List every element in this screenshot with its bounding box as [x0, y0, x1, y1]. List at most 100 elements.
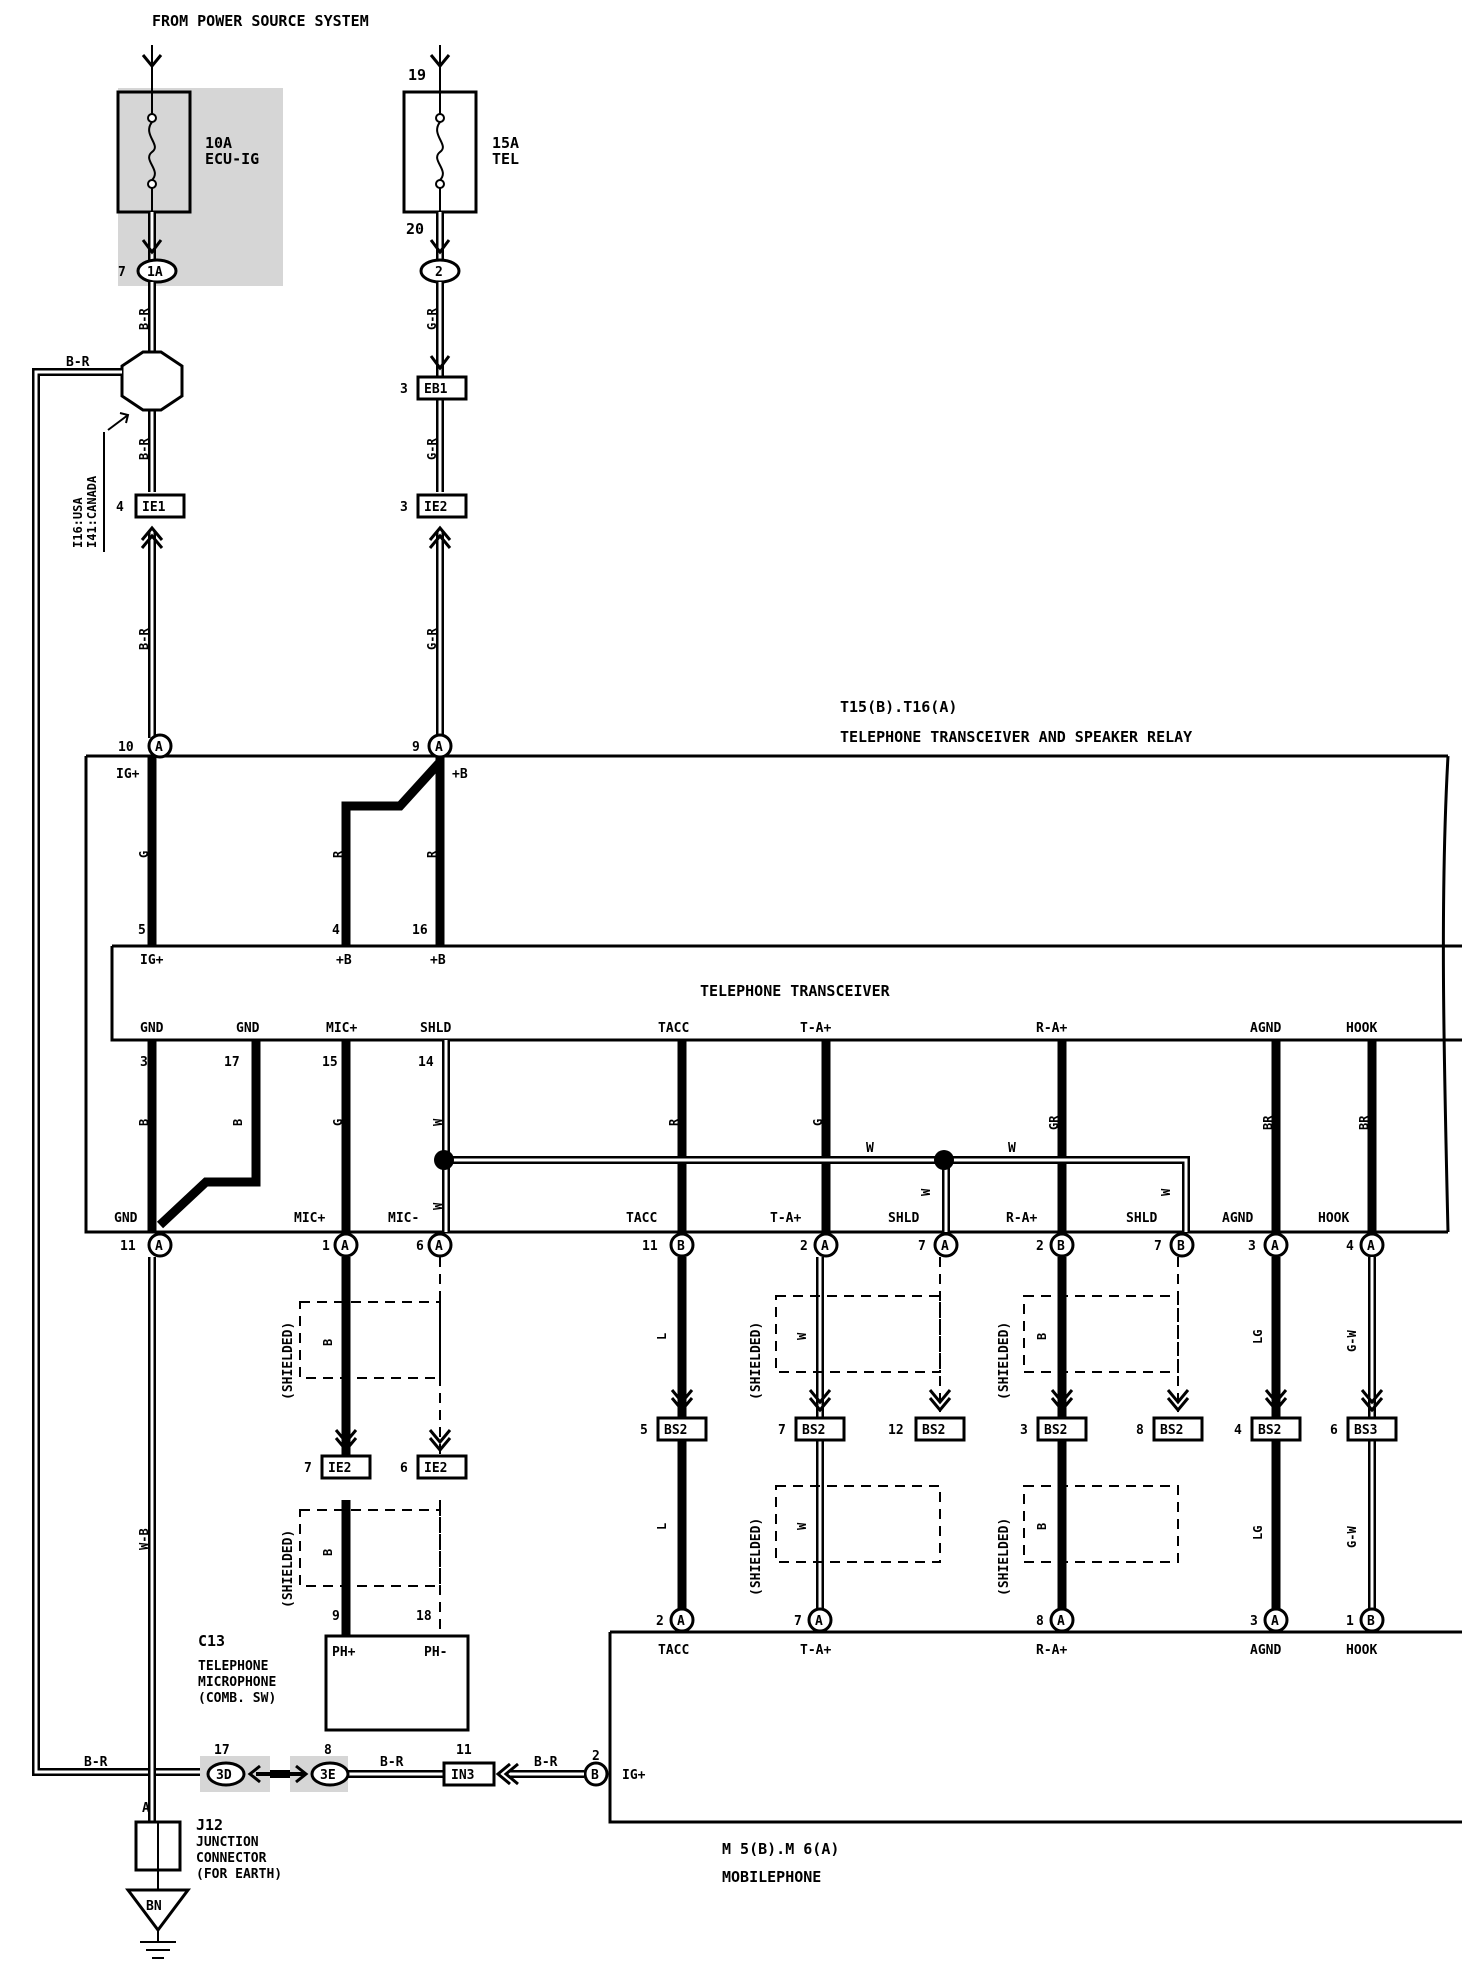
shield-box-ra1 [1023, 1295, 1179, 1373]
wire-gr-2: G-R [425, 438, 439, 460]
mic-pin-18: 18 [416, 1609, 432, 1624]
svg-text:11: 11 [120, 1239, 136, 1254]
term-pin-15: 15 [322, 1055, 338, 1070]
mobilephone-ids: M 5(B).M 6(A) [722, 1840, 839, 1858]
fuse-shade [118, 88, 283, 286]
bpin-label-ta: T-A+ [770, 1211, 801, 1226]
int-wire-b2: B [231, 1119, 245, 1126]
relay-ig-label: IG+ [116, 767, 140, 782]
fuse1-element-icon [148, 121, 156, 181]
bpin-label-shld2: SHLD [1126, 1211, 1157, 1226]
term-ra: R-A+ [1036, 1021, 1067, 1036]
svg-text:A: A [155, 1239, 163, 1254]
ra-wire-b2: B [1035, 1523, 1049, 1530]
svg-text:3E: 3E [320, 1768, 336, 1783]
relay-b-label: +B [452, 767, 468, 782]
svg-text:A: A [815, 1614, 823, 1629]
int-wire-w4: W [1008, 1141, 1016, 1156]
bpin-label-mic: MIC+ [294, 1211, 325, 1226]
svg-text:AGND: AGND [1250, 1643, 1281, 1658]
svg-text:B: B [591, 1768, 599, 1783]
svg-text:2: 2 [1036, 1239, 1044, 1254]
connector-eb1 [416, 375, 468, 401]
svg-text:TACC: TACC [658, 1643, 689, 1658]
svg-text:6: 6 [400, 1461, 408, 1476]
fuse2-element-icon [436, 121, 444, 181]
ra-wire-b1: B [1035, 1333, 1049, 1340]
hook-wire-gw2: G-W [1345, 1526, 1359, 1548]
relay-title: TELEPHONE TRANSCEIVER AND SPEAKER RELAY [840, 728, 1192, 746]
connector-ie1 [134, 493, 186, 519]
svg-text:7: 7 [778, 1423, 786, 1438]
svg-text:6: 6 [1330, 1423, 1338, 1438]
shield-splice-2 [934, 1150, 954, 1170]
mic-name-2: MICROPHONE [198, 1675, 276, 1690]
connector-eb1-id: EB1 [424, 382, 448, 397]
svg-text:2: 2 [656, 1614, 664, 1629]
svg-text:1: 1 [1346, 1614, 1354, 1629]
svg-text:8: 8 [1036, 1614, 1044, 1629]
wire-br-2: B-R [137, 438, 151, 460]
inner-pin-4: 4 [332, 923, 340, 938]
int-wire-gr: GR [1047, 1115, 1061, 1130]
ground-triangle-icon [125, 1888, 191, 1933]
svg-text:A: A [1367, 1239, 1375, 1254]
svg-text:7: 7 [918, 1239, 926, 1254]
svg-text:7: 7 [794, 1614, 802, 1629]
junction-id: J12 [196, 1816, 223, 1834]
wire-wb: W-B [137, 1528, 151, 1550]
shield-box-mic1 [299, 1301, 441, 1379]
term-pin-17: 17 [224, 1055, 240, 1070]
bpin-label-tacc: TACC [626, 1211, 657, 1226]
svg-text:A: A [941, 1239, 949, 1254]
int-wire-br2: BR [1357, 1115, 1371, 1130]
inner-label-b2: +B [430, 953, 446, 968]
inner-pin-16: 16 [412, 923, 428, 938]
svg-text:7: 7 [1154, 1239, 1162, 1254]
wire-gr-1: G-R [425, 308, 439, 330]
mic-pin-phm: PH- [424, 1645, 447, 1660]
relay-wire-r1: R [331, 850, 345, 858]
inner-pin-5: 5 [138, 923, 146, 938]
agnd-wire-lg1: LG [1251, 1330, 1265, 1344]
relay-pin-9-num: 9 [412, 740, 420, 755]
fuse2-out-pin: 20 [406, 220, 424, 238]
transceiver-box [110, 944, 1462, 1042]
svg-text:A: A [155, 740, 163, 755]
svg-text:A: A [435, 740, 443, 755]
svg-text:IG+: IG+ [622, 1768, 646, 1783]
svg-text:A: A [1057, 1614, 1065, 1629]
svg-text:4: 4 [1346, 1239, 1354, 1254]
junction-note-usa: I16:USA [71, 497, 85, 548]
microphone-box [324, 1634, 470, 1732]
svg-text:8: 8 [324, 1743, 332, 1758]
hook-wire-gw1: G-W [1345, 1330, 1359, 1352]
junction-name-1: JUNCTION [196, 1835, 259, 1850]
svg-text:A: A [341, 1239, 349, 1254]
wire-br-3: B-R [137, 628, 151, 650]
inner-label-ig: IG+ [140, 953, 164, 968]
bpin-label-gnd: GND [114, 1211, 138, 1226]
svg-text:BS2: BS2 [1160, 1423, 1183, 1438]
wire-br-bottom1: B-R [84, 1755, 108, 1770]
bpin-label-agnd: AGND [1222, 1211, 1253, 1226]
shielded-label-1: (SHIELDED) [281, 1322, 296, 1400]
svg-text:8: 8 [1136, 1423, 1144, 1438]
wire-br-bottom2: B-R [380, 1755, 404, 1770]
relay-title-ids: T15(B).T16(A) [840, 698, 957, 716]
connector-ie1-id: IE1 [142, 500, 166, 515]
svg-text:A: A [677, 1614, 685, 1629]
svg-text:1: 1 [322, 1239, 330, 1254]
shielded-label-4: (SHIELDED) [749, 1518, 764, 1596]
mic-wire-b1: B [321, 1339, 335, 1346]
mic-pin-9: 9 [332, 1609, 340, 1624]
source-label: FROM POWER SOURCE SYSTEM [152, 12, 369, 30]
junction-note-canada: I41:CANADA [85, 475, 99, 548]
fuse2-rating: 15A [492, 134, 519, 152]
int-wire-g: G [331, 1119, 345, 1126]
svg-text:BS3: BS3 [1354, 1423, 1377, 1438]
svg-text:HOOK: HOOK [1346, 1643, 1377, 1658]
transceiver-title: TELEPHONE TRANSCEIVER [700, 982, 891, 1000]
svg-text:BS2: BS2 [664, 1423, 687, 1438]
term-mic: MIC+ [326, 1021, 357, 1036]
